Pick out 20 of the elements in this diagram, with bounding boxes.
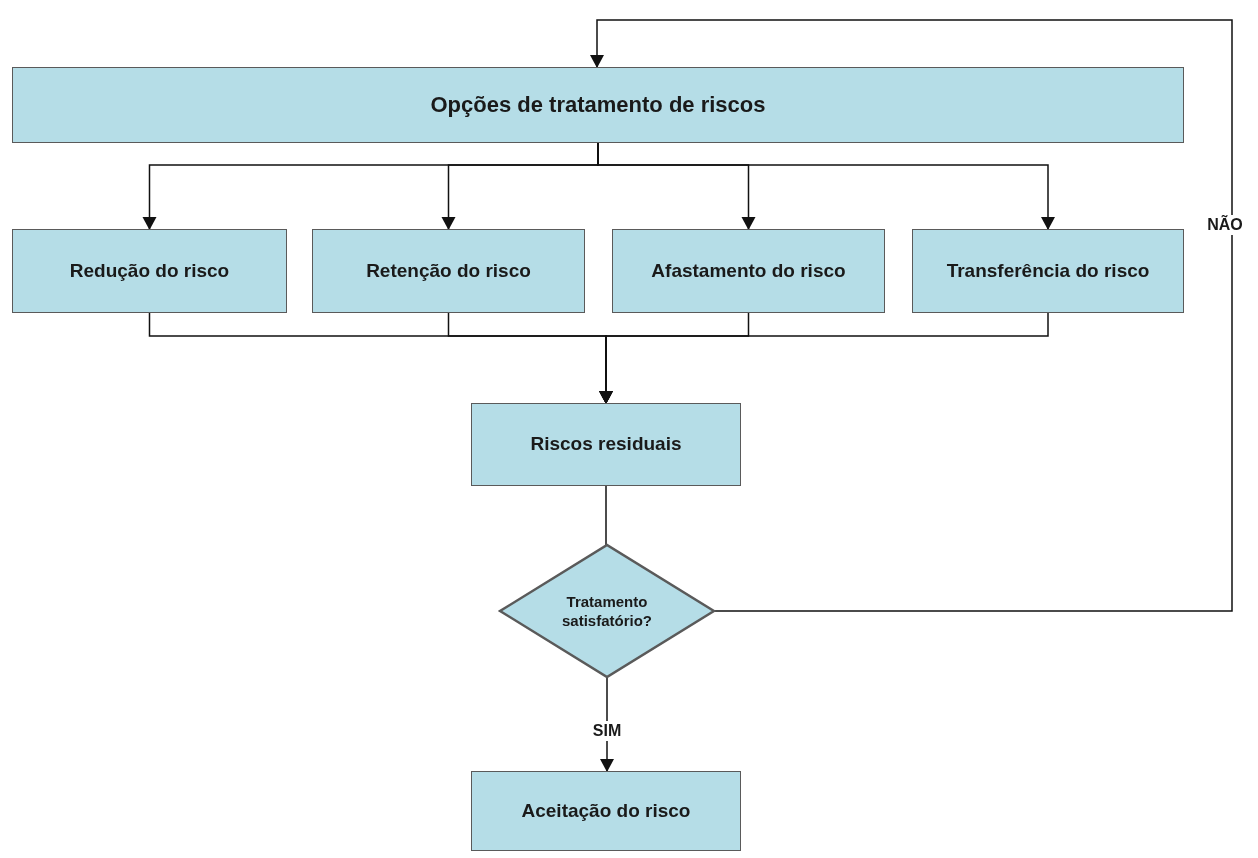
process-box bbox=[471, 403, 741, 486]
process-box bbox=[912, 229, 1184, 313]
process-box bbox=[612, 229, 885, 313]
node-label: Riscos residuais bbox=[530, 432, 682, 457]
process-box bbox=[312, 229, 585, 313]
process-box bbox=[12, 229, 287, 313]
connector-arrow bbox=[599, 312, 1049, 404]
decision-diamond bbox=[500, 545, 714, 677]
node-label: Afastamento do risco bbox=[651, 258, 846, 283]
node-label: Retenção do risco bbox=[366, 258, 531, 283]
edge-label: NÃO bbox=[1205, 215, 1245, 235]
node-label: Opções de tratamento de riscos bbox=[430, 90, 766, 119]
node-label: Tratamento satisfatório? bbox=[561, 591, 653, 631]
edge-label: SIM bbox=[590, 721, 624, 741]
node-label: Redução do risco bbox=[69, 258, 230, 283]
connector-arrow bbox=[590, 19, 1233, 612]
node-label: Transferência do risco bbox=[946, 258, 1150, 283]
node-label: Aceitação do risco bbox=[521, 798, 691, 823]
process-box bbox=[471, 771, 741, 851]
process-box bbox=[12, 67, 1184, 143]
